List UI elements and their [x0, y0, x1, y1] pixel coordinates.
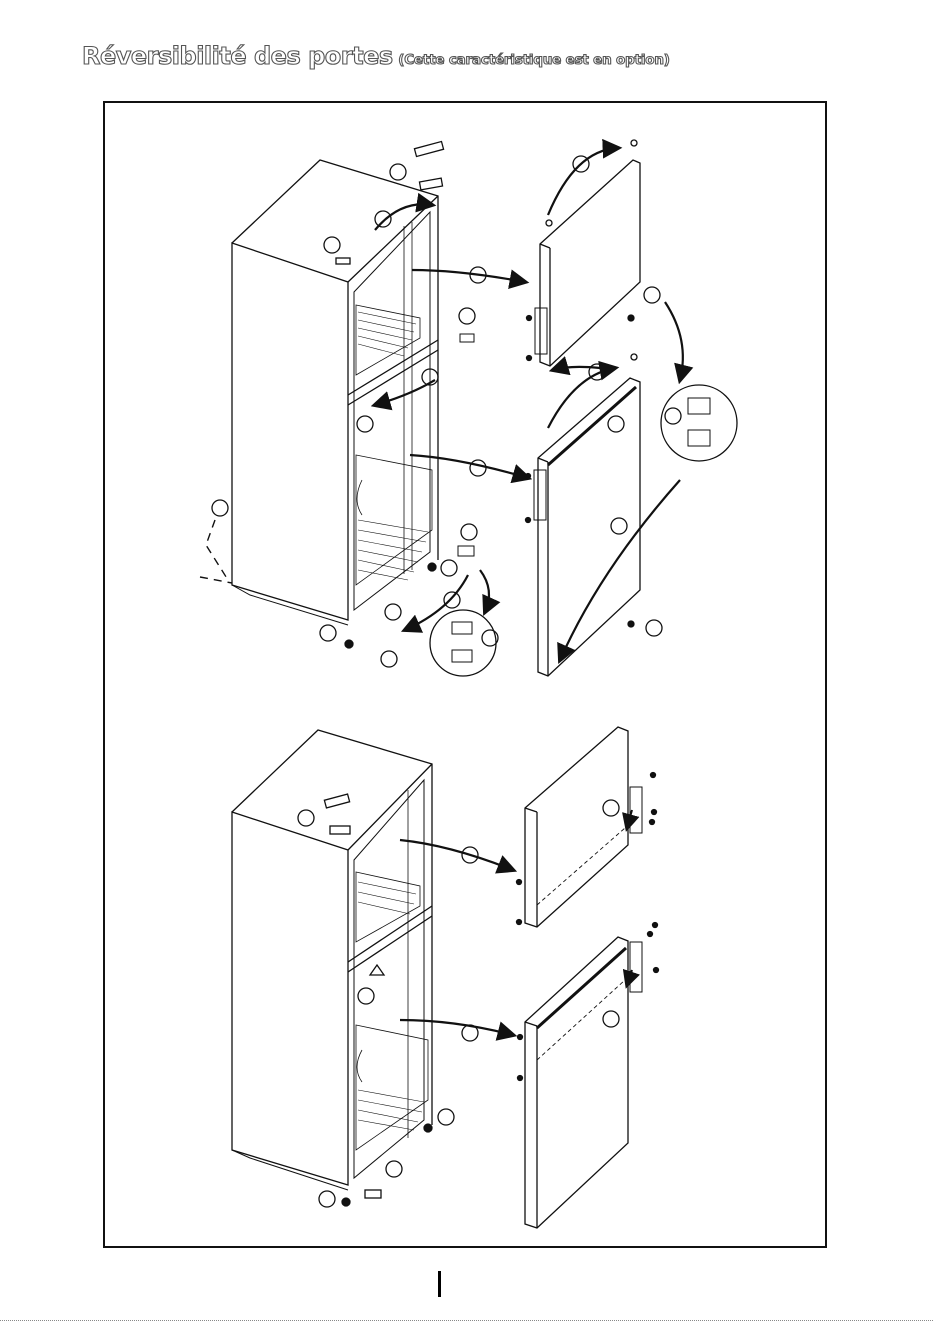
upper-door-bottom-panel [525, 727, 628, 927]
fridge-body-top [200, 160, 438, 625]
upper-door-top-panel [535, 160, 640, 366]
page-marker [438, 1271, 441, 1297]
fridge-body-bottom [232, 730, 432, 1190]
bottom-dotted-rule [0, 1320, 933, 1321]
bottom-panel [232, 727, 659, 1228]
lower-door-bottom-panel [525, 937, 628, 1228]
top-panel [200, 140, 737, 676]
